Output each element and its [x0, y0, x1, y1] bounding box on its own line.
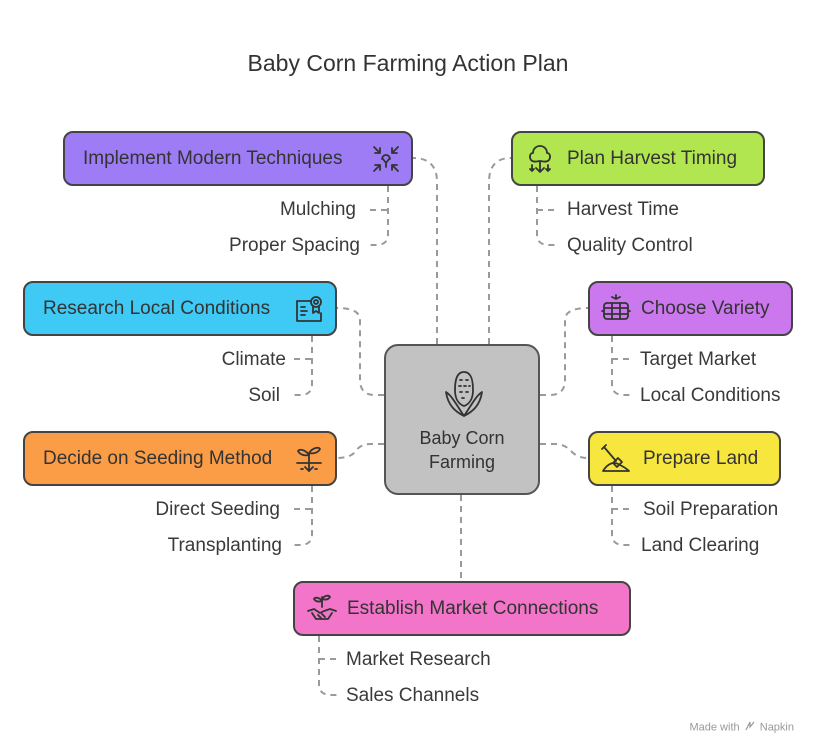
sub-item-market-research: Market Research: [346, 649, 491, 670]
node-implement-modern-techniques: Implement Modern Techniques: [63, 131, 413, 186]
arrows-converge-icon: [370, 143, 402, 175]
node-label: Establish Market Connections: [347, 597, 599, 619]
footer-attribution: Made with Napkin: [689, 721, 794, 734]
sub-item-harvest-time: Harvest Time: [567, 199, 679, 220]
handshake-plant-icon: [306, 593, 338, 625]
corn-variety-icon: [600, 293, 632, 325]
node-plan-harvest-timing: Plan Harvest Timing: [511, 131, 765, 186]
corn-icon: [442, 368, 486, 420]
node-choose-variety: Choose Variety: [588, 281, 793, 336]
harvest-timing-icon: [524, 143, 556, 175]
node-prepare-land: Prepare Land: [588, 431, 781, 486]
node-label: Research Local Conditions: [43, 297, 271, 319]
node-label: Decide on Seeding Method: [43, 447, 273, 469]
research-document-icon: [293, 293, 325, 325]
made-with-label: Made with: [689, 721, 740, 734]
sub-item-direct-seeding: Direct Seeding: [155, 499, 280, 520]
sub-item-target-market: Target Market: [640, 349, 757, 370]
diagram-title: Baby Corn Farming Action Plan: [247, 50, 569, 76]
sub-item-sales-channels: Sales Channels: [346, 685, 480, 706]
shovel-soil-icon: [600, 443, 632, 475]
node-establish-market-connections: Establish Market Connections: [293, 581, 631, 636]
sub-item-local-conditions: Local Conditions: [640, 385, 781, 406]
node-label: Plan Harvest Timing: [567, 147, 738, 169]
sub-item-transplanting: Transplanting: [167, 535, 282, 556]
node-research-local-conditions: Research Local Conditions: [23, 281, 337, 336]
sub-item-climate: Climate: [221, 349, 286, 370]
seedling-icon: [293, 443, 325, 475]
sub-item-proper-spacing: Proper Spacing: [229, 235, 360, 256]
napkin-logo-icon: [745, 721, 755, 734]
brand-label: Napkin: [759, 721, 794, 734]
sub-item-soil: Soil: [248, 385, 280, 406]
center-label: Baby Corn Farming: [419, 428, 505, 472]
sub-item-mulching: Mulching: [279, 199, 356, 220]
sub-item-quality-control: Quality Control: [567, 235, 693, 256]
sub-item-soil-preparation: Soil Preparation: [643, 499, 779, 520]
sub-item-land-clearing: Land Clearing: [641, 535, 760, 556]
node-label: Prepare Land: [643, 447, 759, 469]
node-label: Choose Variety: [641, 297, 770, 319]
node-decide-seeding-method: Decide on Seeding Method: [23, 431, 337, 486]
node-label: Implement Modern Techniques: [83, 147, 343, 169]
center-node: Baby Corn Farming: [384, 344, 540, 495]
